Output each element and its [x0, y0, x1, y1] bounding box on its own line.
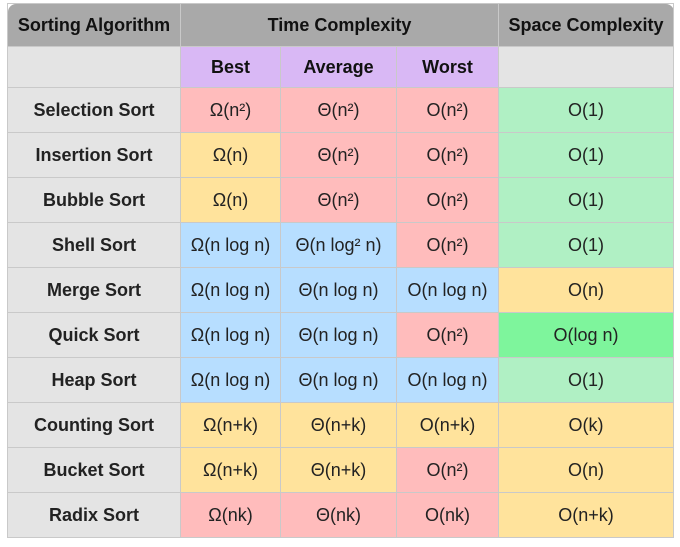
table-row: Insertion Sort Ω(n) Θ(n²) O(n²) O(1)	[7, 132, 675, 178]
worst-case: O(n²)	[395, 132, 500, 178]
average-case: Θ(n²)	[280, 177, 397, 223]
header-time-complexity: Time Complexity	[179, 3, 500, 47]
subheader-row: Best Average Worst	[7, 46, 675, 88]
header-space-complexity: Space Complexity	[498, 3, 675, 47]
average-case: Θ(n log n)	[280, 267, 397, 313]
best-case: Ω(n²)	[180, 87, 281, 133]
best-case: Ω(n log n)	[180, 312, 281, 358]
table-row: Heap Sort Ω(n log n) Θ(n log n) O(n log …	[7, 357, 675, 403]
worst-case: O(n log n)	[395, 357, 500, 403]
subheader-best: Best	[180, 46, 281, 88]
average-case: Θ(n log² n)	[280, 222, 397, 268]
average-case: Θ(n²)	[280, 87, 397, 133]
table-row: Bubble Sort Ω(n) Θ(n²) O(n²) O(1)	[7, 177, 675, 223]
space-complexity: O(k)	[498, 402, 675, 448]
space-complexity: O(1)	[498, 357, 675, 403]
best-case: Ω(n log n)	[180, 357, 281, 403]
average-case: Θ(nk)	[280, 492, 397, 538]
table-row: Counting Sort Ω(n+k) Θ(n+k) O(n+k) O(k)	[7, 402, 675, 448]
table-row: Bucket Sort Ω(n+k) Θ(n+k) O(n²) O(n)	[7, 447, 675, 493]
subheader-average: Average	[280, 46, 397, 88]
worst-case: O(n²)	[395, 87, 500, 133]
worst-case: O(nk)	[395, 492, 500, 538]
complexity-table-container: Sorting Algorithm Time Complexity Space …	[7, 3, 675, 538]
table-row: Quick Sort Ω(n log n) Θ(n log n) O(n²) O…	[7, 312, 675, 358]
average-case: Θ(n+k)	[280, 447, 397, 493]
table-row: Merge Sort Ω(n log n) Θ(n log n) O(n log…	[7, 267, 675, 313]
algorithm-name: Bucket Sort	[7, 447, 181, 493]
worst-case: O(n²)	[395, 312, 500, 358]
space-complexity: O(n)	[498, 267, 675, 313]
average-case: Θ(n+k)	[280, 402, 397, 448]
average-case: Θ(n²)	[280, 132, 397, 178]
algorithm-name: Heap Sort	[7, 357, 181, 403]
algorithm-name: Shell Sort	[7, 222, 181, 268]
sorting-complexity-table: Sorting Algorithm Time Complexity Space …	[7, 3, 675, 538]
best-case: Ω(n+k)	[180, 447, 281, 493]
space-complexity: O(1)	[498, 177, 675, 223]
table-row: Selection Sort Ω(n²) Θ(n²) O(n²) O(1)	[7, 87, 675, 133]
worst-case: O(n+k)	[395, 402, 500, 448]
best-case: Ω(nk)	[180, 492, 281, 538]
worst-case: O(n²)	[395, 177, 500, 223]
space-complexity: O(log n)	[498, 312, 675, 358]
algorithm-name: Counting Sort	[7, 402, 181, 448]
algorithm-name: Selection Sort	[7, 87, 181, 133]
best-case: Ω(n)	[180, 132, 281, 178]
average-case: Θ(n log n)	[280, 312, 397, 358]
best-case: Ω(n log n)	[180, 222, 281, 268]
best-case: Ω(n log n)	[180, 267, 281, 313]
space-complexity: O(1)	[498, 132, 675, 178]
algorithm-name: Quick Sort	[7, 312, 181, 358]
table-row: Shell Sort Ω(n log n) Θ(n log² n) O(n²) …	[7, 222, 675, 268]
best-case: Ω(n)	[180, 177, 281, 223]
best-case: Ω(n+k)	[180, 402, 281, 448]
subheader-worst: Worst	[395, 46, 500, 88]
header-algorithm: Sorting Algorithm	[7, 3, 181, 47]
subheader-blank-left	[7, 46, 181, 88]
algorithm-name: Radix Sort	[7, 492, 181, 538]
table-row: Radix Sort Ω(nk) Θ(nk) O(nk) O(n+k)	[7, 492, 675, 538]
algorithm-name: Merge Sort	[7, 267, 181, 313]
worst-case: O(n²)	[395, 447, 500, 493]
space-complexity: O(1)	[498, 222, 675, 268]
algorithm-name: Bubble Sort	[7, 177, 181, 223]
subheader-blank-right	[498, 46, 675, 88]
header-row: Sorting Algorithm Time Complexity Space …	[7, 3, 675, 47]
algorithm-name: Insertion Sort	[7, 132, 181, 178]
worst-case: O(n log n)	[395, 267, 500, 313]
worst-case: O(n²)	[395, 222, 500, 268]
space-complexity: O(n)	[498, 447, 675, 493]
space-complexity: O(n+k)	[498, 492, 675, 538]
average-case: Θ(n log n)	[280, 357, 397, 403]
space-complexity: O(1)	[498, 87, 675, 133]
